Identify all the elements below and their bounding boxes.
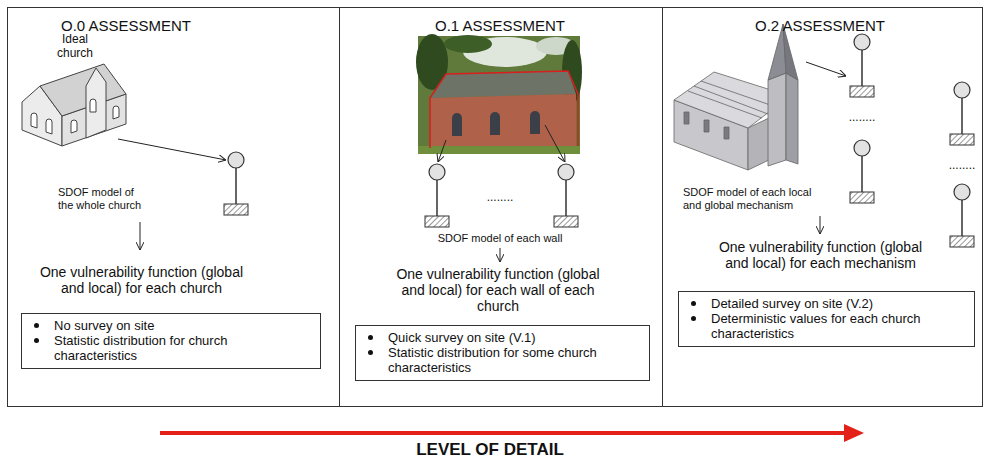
down-arrow: [820, 216, 821, 234]
ellipsis-mark: ........: [478, 190, 522, 204]
bullet-dot: [368, 335, 373, 340]
ellipsis-mark: ........: [842, 110, 882, 124]
sdof-model: [554, 164, 578, 227]
axis-label: LEVEL OF DETAIL: [340, 440, 640, 459]
bullet-row: Quick survey on site (V.1): [364, 330, 641, 345]
illustration-label: Ideal church: [48, 32, 102, 60]
assessment-panel: O.0 ASSESSMENT One vulnerability function…: [7, 7, 340, 407]
sdof-model: [850, 140, 874, 203]
church-window: [31, 113, 37, 128]
model-window: [704, 120, 709, 132]
panel-description: One vulnerability function (global and l…: [34, 264, 249, 296]
church-window: [90, 99, 96, 112]
bullet-text: Quick survey on site (V.1): [388, 330, 536, 345]
model-label: SDOF model of each local and global mech…: [683, 186, 819, 212]
church-window: [71, 120, 77, 133]
model-window: [724, 127, 729, 139]
photo-tree: [444, 35, 492, 53]
ideal-church-drawing: [22, 64, 126, 146]
panel-description: One vulnerability function (global and l…: [388, 266, 608, 314]
pointer-arrow: [118, 139, 226, 160]
panel-title: O.1 ASSESSMENT: [400, 17, 600, 35]
bullet-text: No survey on site: [54, 318, 154, 333]
photo-wall: [430, 94, 576, 148]
bullet-dot: [34, 323, 39, 328]
bullet-dot: [691, 316, 696, 321]
detail-arrow-shaft: [160, 431, 846, 435]
church-photo: [416, 34, 582, 154]
panel-description: One vulnerability function (global and l…: [713, 239, 928, 271]
bullet-text: Statistic distribution for church charac…: [54, 333, 312, 363]
bullet-text: Statistic distribution for some church c…: [388, 345, 641, 375]
model-label: SDOF model of the whole church: [58, 186, 148, 212]
photo-window: [452, 113, 462, 136]
bullet-row: Statistic distribution for church charac…: [30, 333, 312, 363]
sdof-model: [950, 184, 974, 247]
down-arrow: [500, 248, 501, 262]
church-window: [46, 119, 52, 134]
bullet-row: No survey on site: [30, 318, 312, 333]
pointer-arrow: [545, 125, 565, 162]
bullet-dot: [691, 301, 696, 306]
sdof-model: [425, 164, 449, 227]
pointer-arrow: [438, 140, 446, 162]
panel-title: O.2 ASSESSMENT: [720, 17, 920, 35]
model-roof-line: [688, 91, 762, 118]
bullet-row: Detailed survey on site (V.2): [687, 296, 966, 311]
panel-title: O.0 ASSESSMENT: [26, 17, 226, 35]
photo-window: [530, 111, 540, 134]
sdof-model: [950, 82, 974, 145]
sdof-model: [850, 34, 874, 97]
church-tower: [86, 68, 106, 138]
photo-window: [490, 112, 500, 135]
bullet-box: Detailed survey on site (V.2)Determinist…: [678, 291, 975, 347]
detail-arrow-head: [844, 424, 864, 442]
sdof-model: [224, 152, 248, 215]
assessment-panel: O.1 ASSESSMENT One vulnerability function…: [340, 7, 663, 407]
model-window: [684, 112, 689, 124]
bullet-text: Detailed survey on site (V.2): [711, 296, 873, 311]
model-label: SDOF model of each wall: [420, 232, 580, 245]
ellipsis-mark: ........: [942, 158, 982, 172]
church-window: [113, 106, 119, 119]
down-arrow: [140, 222, 141, 250]
photo-roof: [430, 71, 576, 98]
bullet-box: No survey on siteStatistic distribution …: [21, 313, 321, 369]
bullet-row: Deterministic values for each church cha…: [687, 311, 966, 341]
model-tower: [768, 73, 786, 166]
model-roof-line: [694, 86, 768, 114]
pointer-arrow: [806, 62, 846, 76]
bullet-dot: [34, 338, 39, 343]
bullet-text: Deterministic values for each church cha…: [711, 311, 966, 341]
bullet-row: Statistic distribution for some church c…: [364, 345, 641, 375]
photo-outline: [430, 71, 578, 148]
bullet-box: Quick survey on site (V.1)Statistic dist…: [355, 325, 650, 381]
bullet-dot: [368, 350, 373, 355]
model-tower-side: [786, 73, 798, 164]
church-model: [674, 24, 798, 170]
